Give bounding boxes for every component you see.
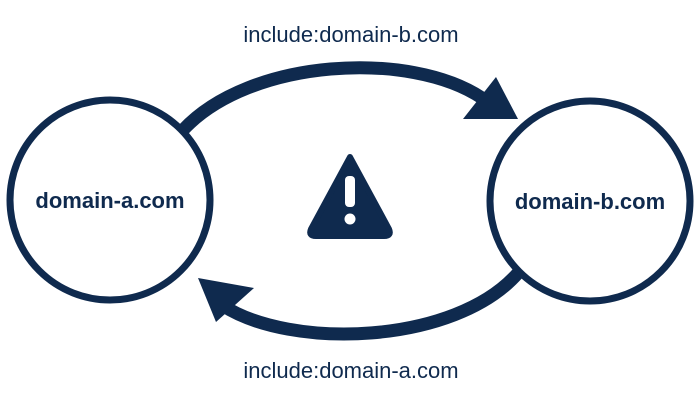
edge-label-top: include:domain-b.com	[243, 22, 458, 47]
arrowhead-top	[463, 77, 518, 119]
node-domain-b-label: domain-b.com	[515, 189, 665, 214]
edge-label-bottom: include:domain-a.com	[243, 358, 458, 383]
edge-arrow-top	[178, 61, 486, 135]
node-domain-a	[6, 96, 214, 304]
edge-arrow-bottom	[218, 268, 523, 341]
arrowhead-bottom	[198, 278, 254, 322]
node-domain-b	[486, 97, 694, 305]
node-domain-a-label: domain-a.com	[35, 188, 184, 213]
warning-icon	[307, 154, 393, 239]
